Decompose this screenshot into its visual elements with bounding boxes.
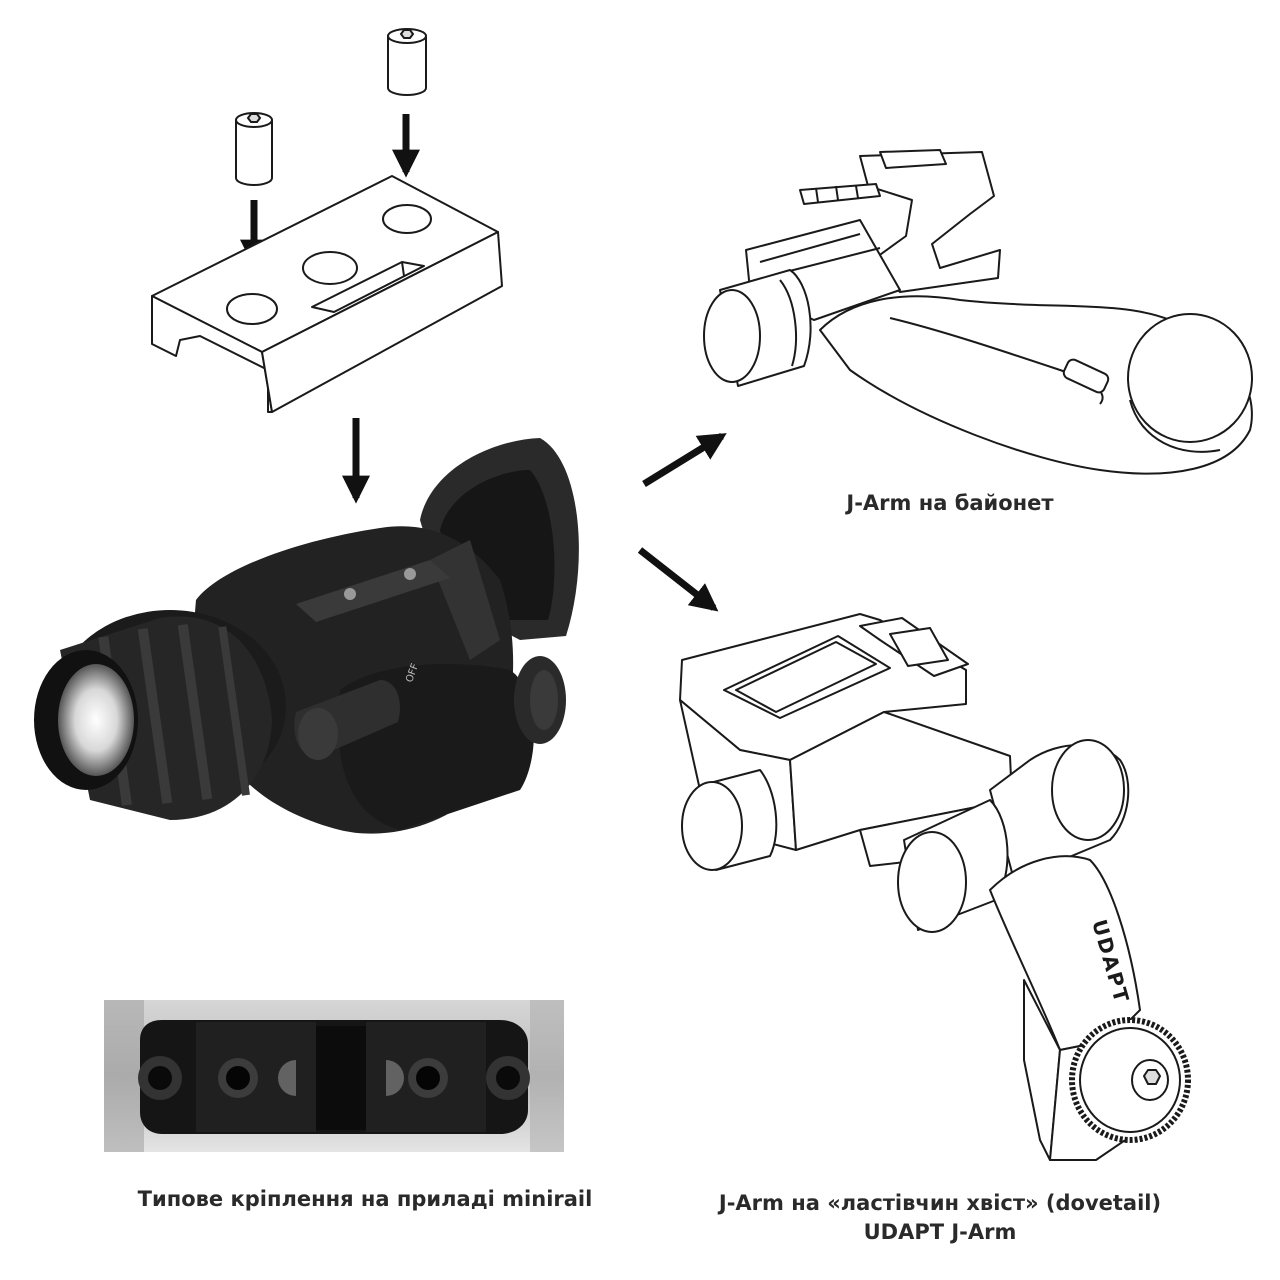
minirail-mount-photo xyxy=(104,1000,564,1152)
adjustment-gear xyxy=(1069,1017,1191,1143)
j-arm-dovetail-drawing xyxy=(679,613,1191,1161)
screw-left xyxy=(235,112,273,186)
j-arm-bayonet-drawing xyxy=(703,149,1253,475)
caption-j-arm-bayonet: J-Arm на байонет xyxy=(846,491,1054,515)
adapter-plate xyxy=(151,175,503,413)
arrow-to-dovetail xyxy=(637,547,719,612)
caption-udapt-j-arm: UDAPT J-Arm xyxy=(863,1220,1017,1244)
arrow-to-bayonet xyxy=(642,433,727,487)
night-vision-monocular: OFF xyxy=(34,438,579,834)
screw-right xyxy=(387,28,427,96)
caption-j-arm-dovetail: J-Arm на «ластівчин хвіст» (dovetail) xyxy=(718,1191,1162,1215)
caption-minirail-mount: Типове кріплення на приладі minirail xyxy=(137,1187,593,1211)
